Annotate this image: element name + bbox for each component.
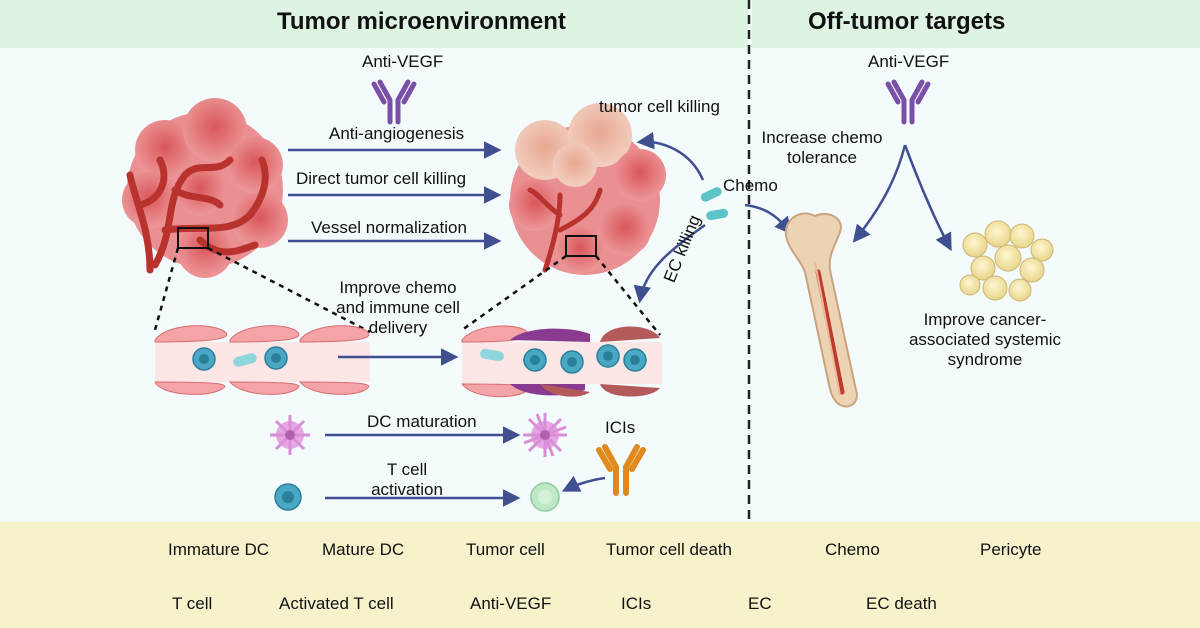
immature-dc-cell xyxy=(270,415,310,455)
increase-chemo-tolerance-label: Increase chemo tolerance xyxy=(755,128,889,168)
legend-label-icis: ICIs xyxy=(621,594,652,613)
treated-tumor-mass xyxy=(509,103,666,275)
chemo-label: Chemo xyxy=(723,176,778,195)
increase-chemo-line-2: tolerance xyxy=(787,148,857,167)
anti-vegf-label-right: Anti-VEGF xyxy=(868,52,950,71)
improve-delivery-label: Improve chemo and immune cell delivery xyxy=(330,278,466,338)
improve-cancer-line-3: syndrome xyxy=(947,350,1023,369)
increase-chemo-line-1: Increase chemo xyxy=(761,128,883,147)
anti-vegf-antibody-left xyxy=(371,79,417,125)
t-cell xyxy=(274,483,302,511)
tumor-microenvironment-title: Tumor microenvironment xyxy=(277,8,566,35)
direct-tumor-cell-killing-label: Direct tumor cell killing xyxy=(296,169,467,188)
bone-illustration xyxy=(784,212,858,408)
improve-cancer-line-1: Improve cancer- xyxy=(923,310,1047,329)
legend-label-activated-t-cell: Activated T cell xyxy=(279,594,394,613)
anti-angiogenesis-label: Anti-angiogenesis xyxy=(329,124,465,143)
improve-cancer-line-2: associated systemic xyxy=(908,330,1062,349)
t-cell-activation-line-2: activation xyxy=(371,480,443,499)
chemo-pills xyxy=(700,187,728,221)
dc-maturation-label: DC maturation xyxy=(367,412,477,431)
t-cell-activation-label: T cell activation xyxy=(352,460,462,500)
legend-label-mature-dc: Mature DC xyxy=(322,540,405,559)
legend-label-tumor-cell: Tumor cell xyxy=(466,540,545,559)
vessel-normalization-label: Vessel normalization xyxy=(311,218,467,237)
anti-vegf-antibody-right xyxy=(885,79,931,125)
improve-delivery-line-1: Improve chemo xyxy=(339,278,457,297)
vessel-segment-untreated xyxy=(154,325,370,395)
legend-label-ec: EC xyxy=(748,594,772,613)
legend-label-tumor-cell-death: Tumor cell death xyxy=(606,540,732,559)
legend-label-anti-vegf: Anti-VEGF xyxy=(470,594,552,613)
mature-dc-cell xyxy=(523,413,567,457)
legend-label-immature-dc: Immature DC xyxy=(168,540,270,559)
tumor-cell-killing-label: tumor cell killing xyxy=(599,97,720,116)
improve-delivery-line-2: and immune cell xyxy=(336,298,460,317)
tumor-microenvironment-header: Tumor microenvironment xyxy=(0,0,748,48)
icis-antibody xyxy=(596,444,646,496)
off-tumor-header: Off-tumor targets xyxy=(752,0,1200,48)
legend-label-chemo: Chemo xyxy=(825,540,880,559)
legend-label-t-cell: T cell xyxy=(172,594,213,613)
improve-delivery-line-3: delivery xyxy=(368,318,428,337)
legend-panel: Immature DC Mature DC Tumor cell Tumor c… xyxy=(0,522,1200,628)
activated-t-cell xyxy=(530,482,560,512)
legend-label-pericyte: Pericyte xyxy=(980,540,1042,559)
adipocyte-cluster xyxy=(959,220,1054,302)
off-tumor-title: Off-tumor targets xyxy=(808,8,1006,35)
legend-label-ec-death: EC death xyxy=(866,594,937,613)
icis-label: ICIs xyxy=(605,418,636,437)
improve-cancer-syndrome-label: Improve cancer- associated systemic synd… xyxy=(900,310,1070,370)
t-cell-activation-line-1: T cell xyxy=(386,460,428,479)
vessel-segment-treated xyxy=(461,325,662,398)
tumor-mass-with-vessels xyxy=(122,98,288,278)
anti-vegf-label-left: Anti-VEGF xyxy=(362,52,444,71)
